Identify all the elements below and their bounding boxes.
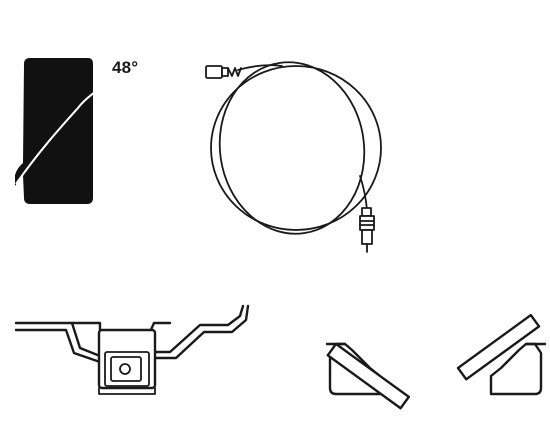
clip-detail-right	[456, 313, 547, 396]
angle-template-card	[15, 58, 96, 204]
clip-detail-left	[325, 342, 411, 410]
mounting-bracket	[14, 304, 250, 364]
cable-connector-bottom	[359, 207, 375, 253]
coiled-antenna-cable	[210, 61, 382, 235]
angle-label: 48°	[112, 58, 139, 77]
camera-housing	[97, 328, 157, 395]
cable-connector-top	[205, 65, 242, 79]
